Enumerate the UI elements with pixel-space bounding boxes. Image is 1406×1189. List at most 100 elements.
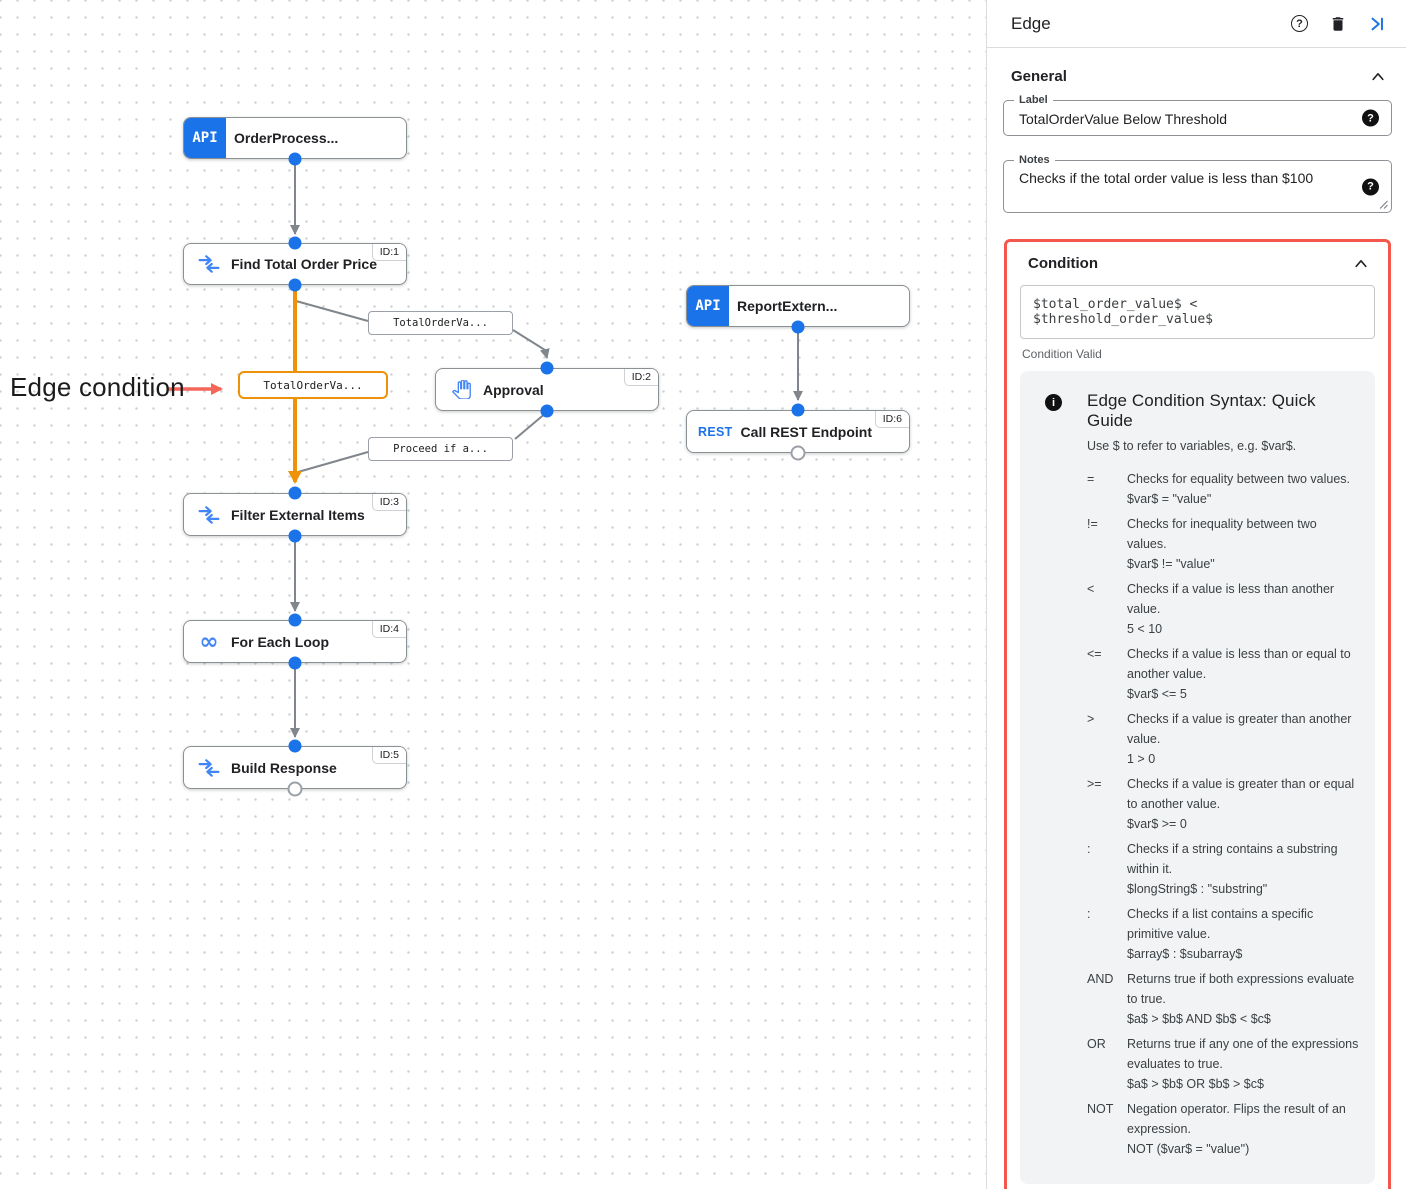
edge-label-totalordervalue-selected[interactable]: TotalOrderVa... [238, 371, 388, 399]
node-filter-external-items[interactable]: ID:3 Filter External Items [183, 493, 407, 536]
label-field: Label ? [1003, 93, 1392, 136]
node-report-extern-trigger[interactable]: API ReportExtern... [686, 285, 910, 327]
condition-section-title: Condition [1028, 255, 1098, 272]
info-icon: i [1045, 394, 1062, 411]
node-id-badge: ID:2 [623, 369, 658, 386]
guide-op: <= [1087, 647, 1102, 661]
resize-handle-icon[interactable] [1379, 200, 1388, 209]
guide-desc: Checks if a value is less than or equal … [1127, 647, 1351, 681]
guide-row: OR Returns true if any one of the expres… [1087, 1034, 1359, 1094]
guide-row: = Checks for equality between two values… [1087, 469, 1359, 509]
edge-label-totalordervalue-approval[interactable]: TotalOrderVa... [368, 311, 513, 335]
chevron-up-icon[interactable] [1370, 69, 1386, 85]
guide-op: : [1087, 907, 1091, 921]
edge-approval-proceed-b[interactable] [297, 451, 369, 473]
guide-example: $longString$ : "substring" [1127, 882, 1268, 896]
notes-help-icon[interactable]: ? [1362, 178, 1379, 195]
guide-row: != Checks for inequality between two val… [1087, 514, 1359, 574]
guide-example: $var$ = "value" [1127, 492, 1212, 506]
node-label: Find Total Order Price [231, 256, 377, 272]
data-mapping-icon [197, 505, 221, 525]
node-id-badge: ID:4 [371, 621, 406, 638]
guide-desc: Negation operator. Flips the result of a… [1127, 1102, 1346, 1136]
guide-example: $var$ <= 5 [1127, 687, 1187, 701]
guide-desc: Checks if a value is greater than anothe… [1127, 712, 1352, 746]
edge-approval-proceed-a[interactable] [514, 411, 548, 440]
guide-rows: = Checks for equality between two values… [1087, 469, 1359, 1159]
guide-subtitle: Use $ to refer to variables, e.g. $var$. [1087, 439, 1297, 453]
node-id-badge: ID:6 [874, 411, 909, 428]
guide-row: : Checks if a string contains a substrin… [1087, 839, 1359, 899]
node-id-badge: ID:5 [371, 747, 406, 764]
general-section-title: General [1011, 68, 1067, 85]
label-field-label: Label [1014, 93, 1053, 107]
rest-icon: REST [698, 424, 733, 439]
node-label: Filter External Items [231, 506, 365, 523]
help-icon[interactable]: ? [1291, 15, 1308, 32]
guide-row: > Checks if a value is greater than anot… [1087, 709, 1359, 769]
condition-syntax-guide: i Edge Condition Syntax: Quick Guide Use… [1020, 371, 1375, 1184]
guide-desc: Checks for equality between two values. [1127, 472, 1351, 486]
workflow-canvas[interactable]: API OrderProcess... ID:1 Find Total Orde… [0, 0, 986, 1189]
node-approval[interactable]: ID:2 Approval [435, 368, 659, 411]
guide-desc: Checks if a value is less than another v… [1127, 582, 1335, 616]
guide-op: >= [1087, 777, 1102, 791]
label-help-icon[interactable]: ? [1362, 109, 1379, 127]
node-call-rest-endpoint[interactable]: ID:6 REST Call REST Endpoint [686, 410, 910, 453]
general-section-header[interactable]: General [1003, 68, 1392, 85]
guide-example: 5 < 10 [1127, 622, 1163, 636]
api-trigger-icon: API [687, 286, 729, 326]
condition-expression-input[interactable]: $total_order_value$ < $threshold_order_v… [1020, 285, 1375, 339]
edges-layer [288, 160, 803, 738]
api-trigger-icon: API [184, 118, 226, 158]
guide-example: $a$ > $b$ OR $b$ > $c$ [1127, 1077, 1264, 1091]
guide-desc: Checks for inequality between two values… [1127, 517, 1317, 551]
collapse-panel-icon[interactable] [1368, 15, 1386, 33]
guide-row: NOT Negation operator. Flips the result … [1087, 1099, 1359, 1159]
data-mapping-icon [197, 254, 221, 274]
for-each-loop-icon: ∞ [199, 628, 219, 655]
data-mapping-icon [197, 758, 221, 778]
guide-row: : Checks if a list contains a specific p… [1087, 904, 1359, 964]
guide-desc: Checks if a list contains a specific pri… [1127, 907, 1314, 941]
guide-op: != [1087, 517, 1098, 531]
guide-op: OR [1087, 1037, 1106, 1051]
chevron-up-icon[interactable] [1353, 256, 1369, 272]
edge-label-proceed-if[interactable]: Proceed if a... [368, 437, 513, 461]
edge-condition-annotation: Edge condition [10, 372, 185, 402]
node-label: Call REST Endpoint [740, 423, 872, 440]
guide-row: AND Returns true if both expressions eva… [1087, 969, 1359, 1029]
guide-example: 1 > 0 [1127, 752, 1156, 766]
label-input[interactable] [1004, 101, 1391, 135]
node-for-each-loop[interactable]: ID:4 ∞ For Each Loop [183, 620, 407, 663]
node-id-badge: ID:1 [371, 244, 406, 261]
condition-highlight-box: Condition $total_order_value$ < $thresho… [1004, 239, 1391, 1189]
node-id-badge: ID:3 [371, 494, 406, 511]
node-build-response[interactable]: ID:5 Build Response [183, 746, 407, 789]
condition-section-header[interactable]: Condition [1020, 255, 1375, 272]
guide-title: Edge Condition Syntax: Quick Guide [1087, 391, 1316, 430]
node-label: For Each Loop [231, 633, 329, 650]
guide-desc: Returns true if any one of the expressio… [1127, 1037, 1359, 1071]
notes-field: Notes Checks if the total order value is… [1003, 153, 1392, 213]
notes-field-label: Notes [1014, 153, 1055, 167]
guide-row: >= Checks if a value is greater than or … [1087, 774, 1359, 834]
edge-branch-to-approval-a[interactable] [295, 300, 369, 322]
node-order-process-trigger[interactable]: API OrderProcess... [183, 117, 407, 159]
panel-title: Edge [1011, 13, 1051, 33]
notes-input[interactable]: Checks if the total order value is less … [1004, 161, 1391, 207]
edge-branch-to-approval-b[interactable] [512, 329, 550, 359]
delete-icon[interactable] [1329, 15, 1347, 33]
guide-example: NOT ($var$ = "value") [1127, 1142, 1250, 1156]
guide-row: <= Checks if a value is less than or equ… [1087, 644, 1359, 704]
node-label: ReportExtern... [737, 298, 838, 314]
node-find-total-order-price[interactable]: ID:1 Find Total Order Price [183, 243, 407, 285]
panel-header: Edge ? [987, 0, 1406, 48]
node-label: Build Response [231, 759, 337, 776]
node-label: OrderProcess... [234, 130, 339, 146]
edge-properties-panel: Edge ? General Label ? [986, 0, 1406, 1189]
guide-example: $array$ : $subarray$ [1127, 947, 1243, 961]
guide-op: : [1087, 842, 1091, 856]
guide-desc: Checks if a string contains a substring … [1127, 842, 1338, 876]
